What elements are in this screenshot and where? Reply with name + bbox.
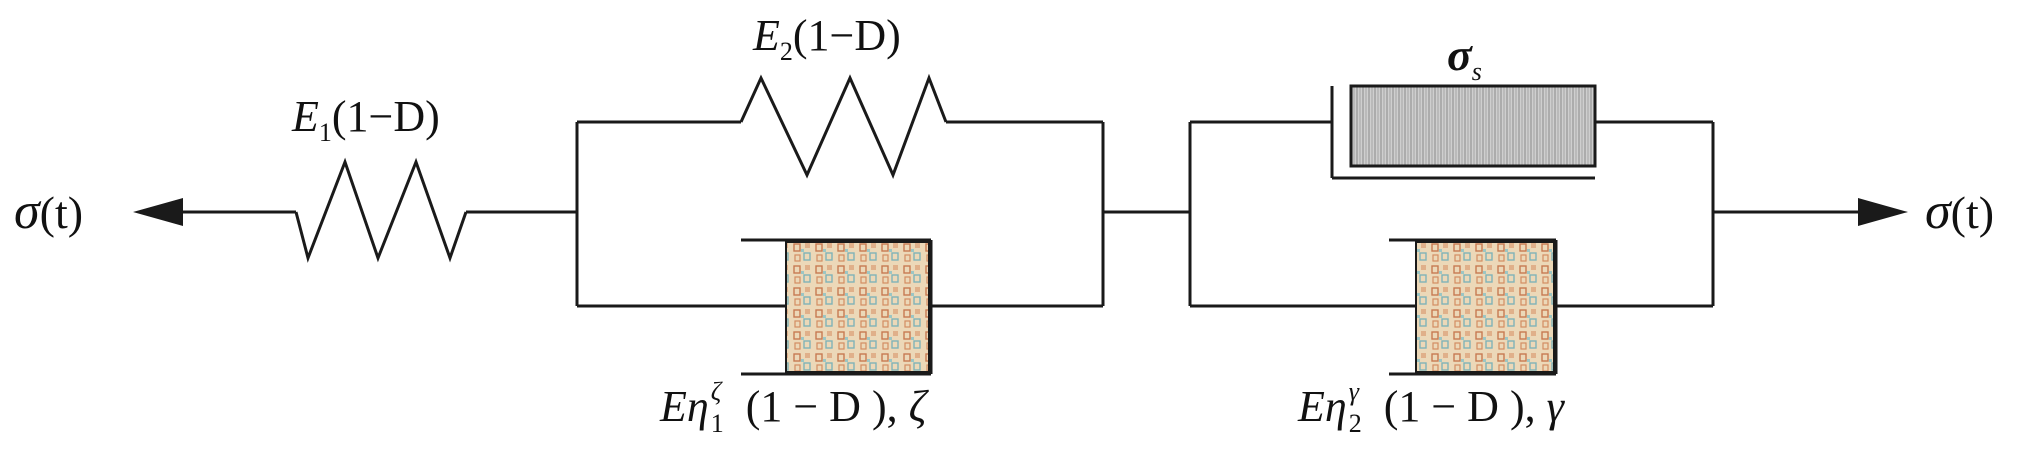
dashpot-1-fluid: [785, 241, 930, 373]
spring-2: [739, 73, 948, 179]
stress-right-label: σ(t): [1925, 183, 1995, 240]
spring2-label: E2(1−D): [753, 11, 901, 66]
dashpot-2-fluid: [1415, 241, 1555, 373]
left-arrowhead: [133, 198, 183, 226]
slider-label: σs: [1447, 29, 1482, 86]
spring1-label: E1(1−D): [292, 92, 440, 147]
right-arrowhead: [1858, 198, 1908, 226]
slider-block: [1349, 84, 1597, 168]
spring-1: [294, 157, 468, 263]
stress-left-label: σ(t): [14, 183, 84, 240]
